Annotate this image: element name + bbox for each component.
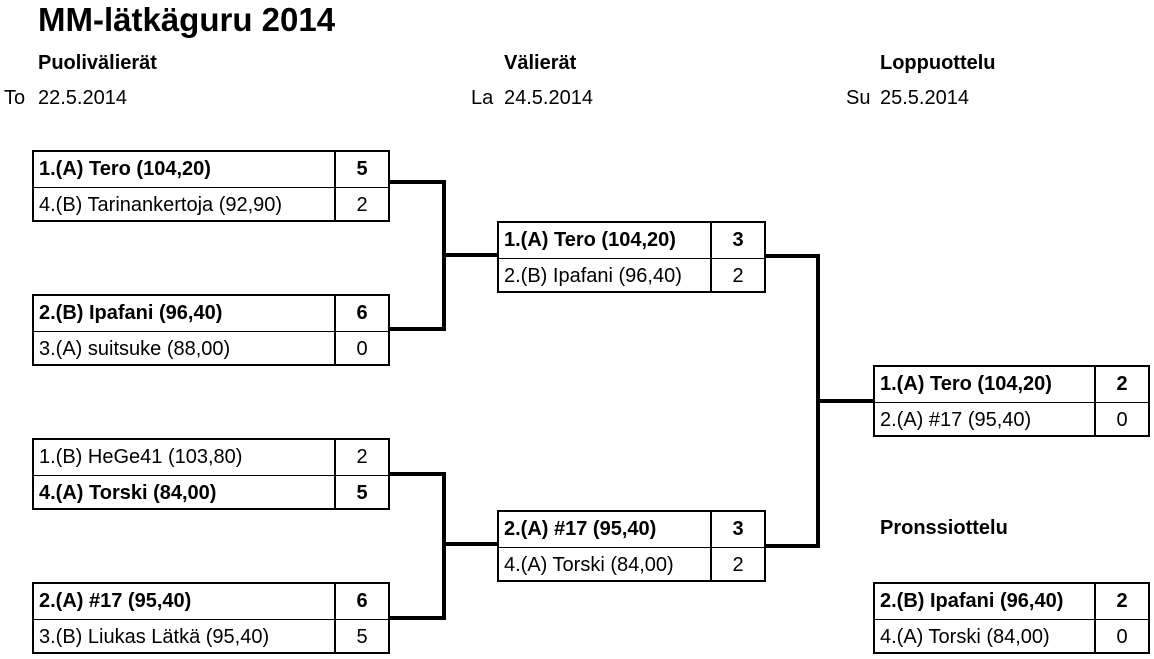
team-row: 4.(A) Torski (84,00) 5: [34, 475, 388, 510]
team-score: 2: [1116, 373, 1128, 395]
team-score: 5: [356, 482, 368, 504]
team-name: 2.(B) Ipafani (96,40): [499, 259, 712, 293]
team-score: 5: [356, 158, 368, 180]
round-name-quarterfinals: Puolivälierät: [38, 52, 157, 74]
match-bronze: 2.(B) Ipafani (96,40) 2 4.(A) Torski (84…: [873, 582, 1150, 654]
connector-qf4-sf2: [389, 544, 446, 620]
team-name: 4.(B) Tarinankertoja (92,90): [34, 188, 336, 222]
round-name-final: Loppuottelu: [880, 52, 996, 74]
team-row: 1.(A) Tero (104,20) 2: [875, 367, 1148, 402]
round-day-semifinals: La: [471, 87, 494, 109]
team-name: 2.(A) #17 (95,40): [34, 584, 336, 619]
team-row: 2.(B) Ipafani (96,40) 2: [499, 258, 764, 293]
team-row: 4.(B) Tarinankertoja (92,90) 2: [34, 187, 388, 222]
team-name: 4.(A) Torski (84,00): [499, 548, 712, 582]
team-score: 0: [1116, 409, 1128, 431]
team-score: 2: [356, 194, 368, 216]
team-row: 4.(A) Torski (84,00) 2: [499, 547, 764, 582]
round-date-final: 25.5.2014: [880, 87, 969, 109]
match-sf1: 1.(A) Tero (104,20) 3 2.(B) Ipafani (96,…: [497, 221, 766, 293]
round-date-semifinals: 24.5.2014: [504, 87, 593, 109]
round-day-final: Su: [846, 87, 871, 109]
round-name-bronze: Pronssiottelu: [880, 517, 1008, 539]
connector-sf1-final: [765, 254, 873, 403]
team-score: 2: [732, 554, 744, 576]
team-name: 3.(B) Liukas Lätkä (95,40): [34, 620, 336, 654]
team-row: 2.(A) #17 (95,40) 6: [34, 584, 388, 619]
team-score: 2: [732, 265, 744, 287]
team-row: 2.(A) #17 (95,40) 3: [499, 512, 764, 547]
team-name: 2.(A) #17 (95,40): [875, 403, 1096, 437]
round-day-quarterfinals: To: [4, 87, 26, 109]
team-row: 1.(A) Tero (104,20) 3: [499, 223, 764, 258]
team-row: 2.(A) #17 (95,40) 0: [875, 402, 1148, 437]
team-row: 3.(B) Liukas Lätkä (95,40) 5: [34, 619, 388, 654]
team-row: 4.(A) Torski (84,00) 0: [875, 619, 1148, 654]
team-score: 6: [356, 590, 368, 612]
team-name: 2.(B) Ipafani (96,40): [875, 584, 1096, 619]
connector-qf1-sf1: [389, 180, 498, 257]
match-sf2: 2.(A) #17 (95,40) 3 4.(A) Torski (84,00)…: [497, 510, 766, 582]
team-name: 2.(B) Ipafani (96,40): [34, 296, 336, 331]
team-score: 2: [1116, 590, 1128, 612]
team-score: 2: [356, 446, 368, 468]
page-title: MM-lätkäguru 2014: [38, 1, 336, 38]
match-qf2: 2.(B) Ipafani (96,40) 6 3.(A) suitsuke (…: [32, 294, 390, 366]
match-qf1: 1.(A) Tero (104,20) 5 4.(B) Tarinankerto…: [32, 150, 390, 222]
match-final: 1.(A) Tero (104,20) 2 2.(A) #17 (95,40) …: [873, 365, 1150, 437]
team-row: 3.(A) suitsuke (88,00) 0: [34, 331, 388, 366]
team-name: 1.(A) Tero (104,20): [34, 152, 336, 187]
team-row: 2.(B) Ipafani (96,40) 6: [34, 296, 388, 331]
connector-qf3-sf2: [389, 472, 498, 546]
team-name: 3.(A) suitsuke (88,00): [34, 332, 336, 366]
team-name: 1.(A) Tero (104,20): [499, 223, 712, 258]
match-qf3: 1.(B) HeGe41 (103,80) 2 4.(A) Torski (84…: [32, 438, 390, 510]
connector-sf2-final: [765, 401, 820, 548]
team-score: 5: [356, 626, 368, 648]
team-score: 3: [732, 229, 744, 251]
team-name: 4.(A) Torski (84,00): [875, 620, 1096, 654]
team-score: 6: [356, 302, 368, 324]
team-name: 2.(A) #17 (95,40): [499, 512, 712, 547]
round-name-semifinals: Välierät: [504, 52, 577, 74]
team-name: 1.(B) HeGe41 (103,80): [34, 440, 336, 475]
round-date-quarterfinals: 22.5.2014: [38, 87, 127, 109]
team-row: 2.(B) Ipafani (96,40) 2: [875, 584, 1148, 619]
team-row: 1.(B) HeGe41 (103,80) 2: [34, 440, 388, 475]
team-name: 1.(A) Tero (104,20): [875, 367, 1096, 402]
team-name: 4.(A) Torski (84,00): [34, 476, 336, 510]
team-score: 0: [1116, 626, 1128, 648]
connector-qf2-sf1: [389, 255, 446, 331]
team-score: 0: [356, 338, 368, 360]
match-qf4: 2.(A) #17 (95,40) 6 3.(B) Liukas Lätkä (…: [32, 582, 390, 654]
team-row: 1.(A) Tero (104,20) 5: [34, 152, 388, 187]
team-score: 3: [732, 518, 744, 540]
